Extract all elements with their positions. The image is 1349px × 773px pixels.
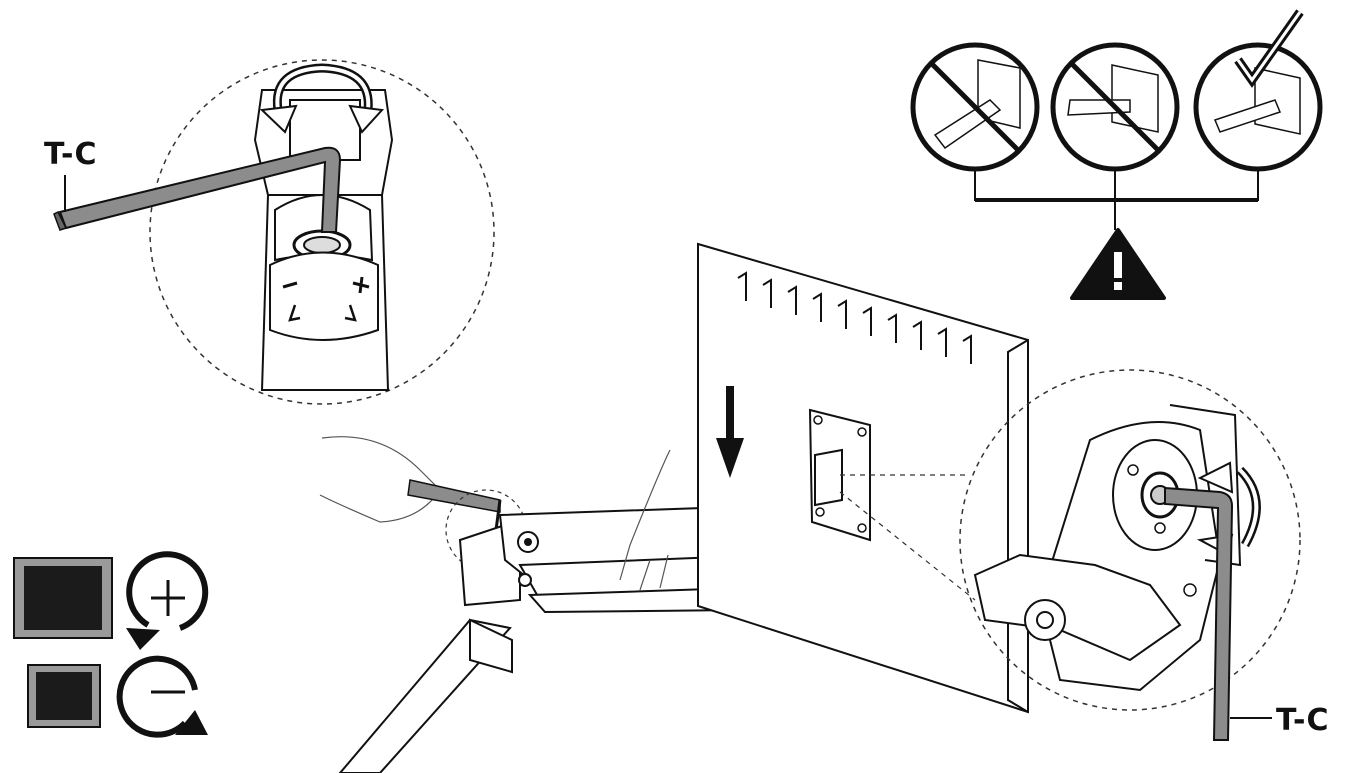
monitor-vents — [737, 271, 972, 364]
hand-right — [619, 449, 671, 591]
installation-warning-panel — [910, 9, 1323, 300]
small-monitor-icon — [27, 664, 101, 728]
checkmark-icon — [1234, 9, 1304, 88]
monitor-size-legend — [13, 551, 209, 738]
tilt-adjust-detail — [959, 369, 1301, 741]
correct-position — [1193, 9, 1323, 172]
counterclockwise-rotation-icon — [259, 63, 385, 134]
detail-circle-right — [959, 369, 1301, 711]
arm-lower-segment — [338, 618, 512, 773]
tension-adjust-detail — [53, 59, 495, 405]
zoom-in-icon — [126, 551, 209, 650]
monitor — [697, 242, 1029, 714]
incorrect-position-1 — [910, 42, 1040, 172]
minus-icon — [282, 281, 298, 289]
hex-key-icon — [53, 146, 342, 233]
plus-icon — [352, 276, 370, 294]
tool-label-bottom: T-C — [1276, 703, 1330, 738]
no-entry-icon — [930, 62, 1020, 152]
detail-connector — [839, 474, 976, 601]
tool-label-top: T-C — [44, 137, 98, 172]
warning-icon — [1070, 228, 1166, 300]
hex-key-icon — [1164, 486, 1234, 741]
large-monitor-icon — [13, 557, 113, 639]
incorrect-position-2 — [1050, 42, 1180, 172]
hand-left — [319, 436, 441, 523]
zoom-out-icon — [116, 655, 208, 738]
arrow-down-icon — [716, 386, 744, 478]
no-entry-icon — [1070, 62, 1160, 152]
